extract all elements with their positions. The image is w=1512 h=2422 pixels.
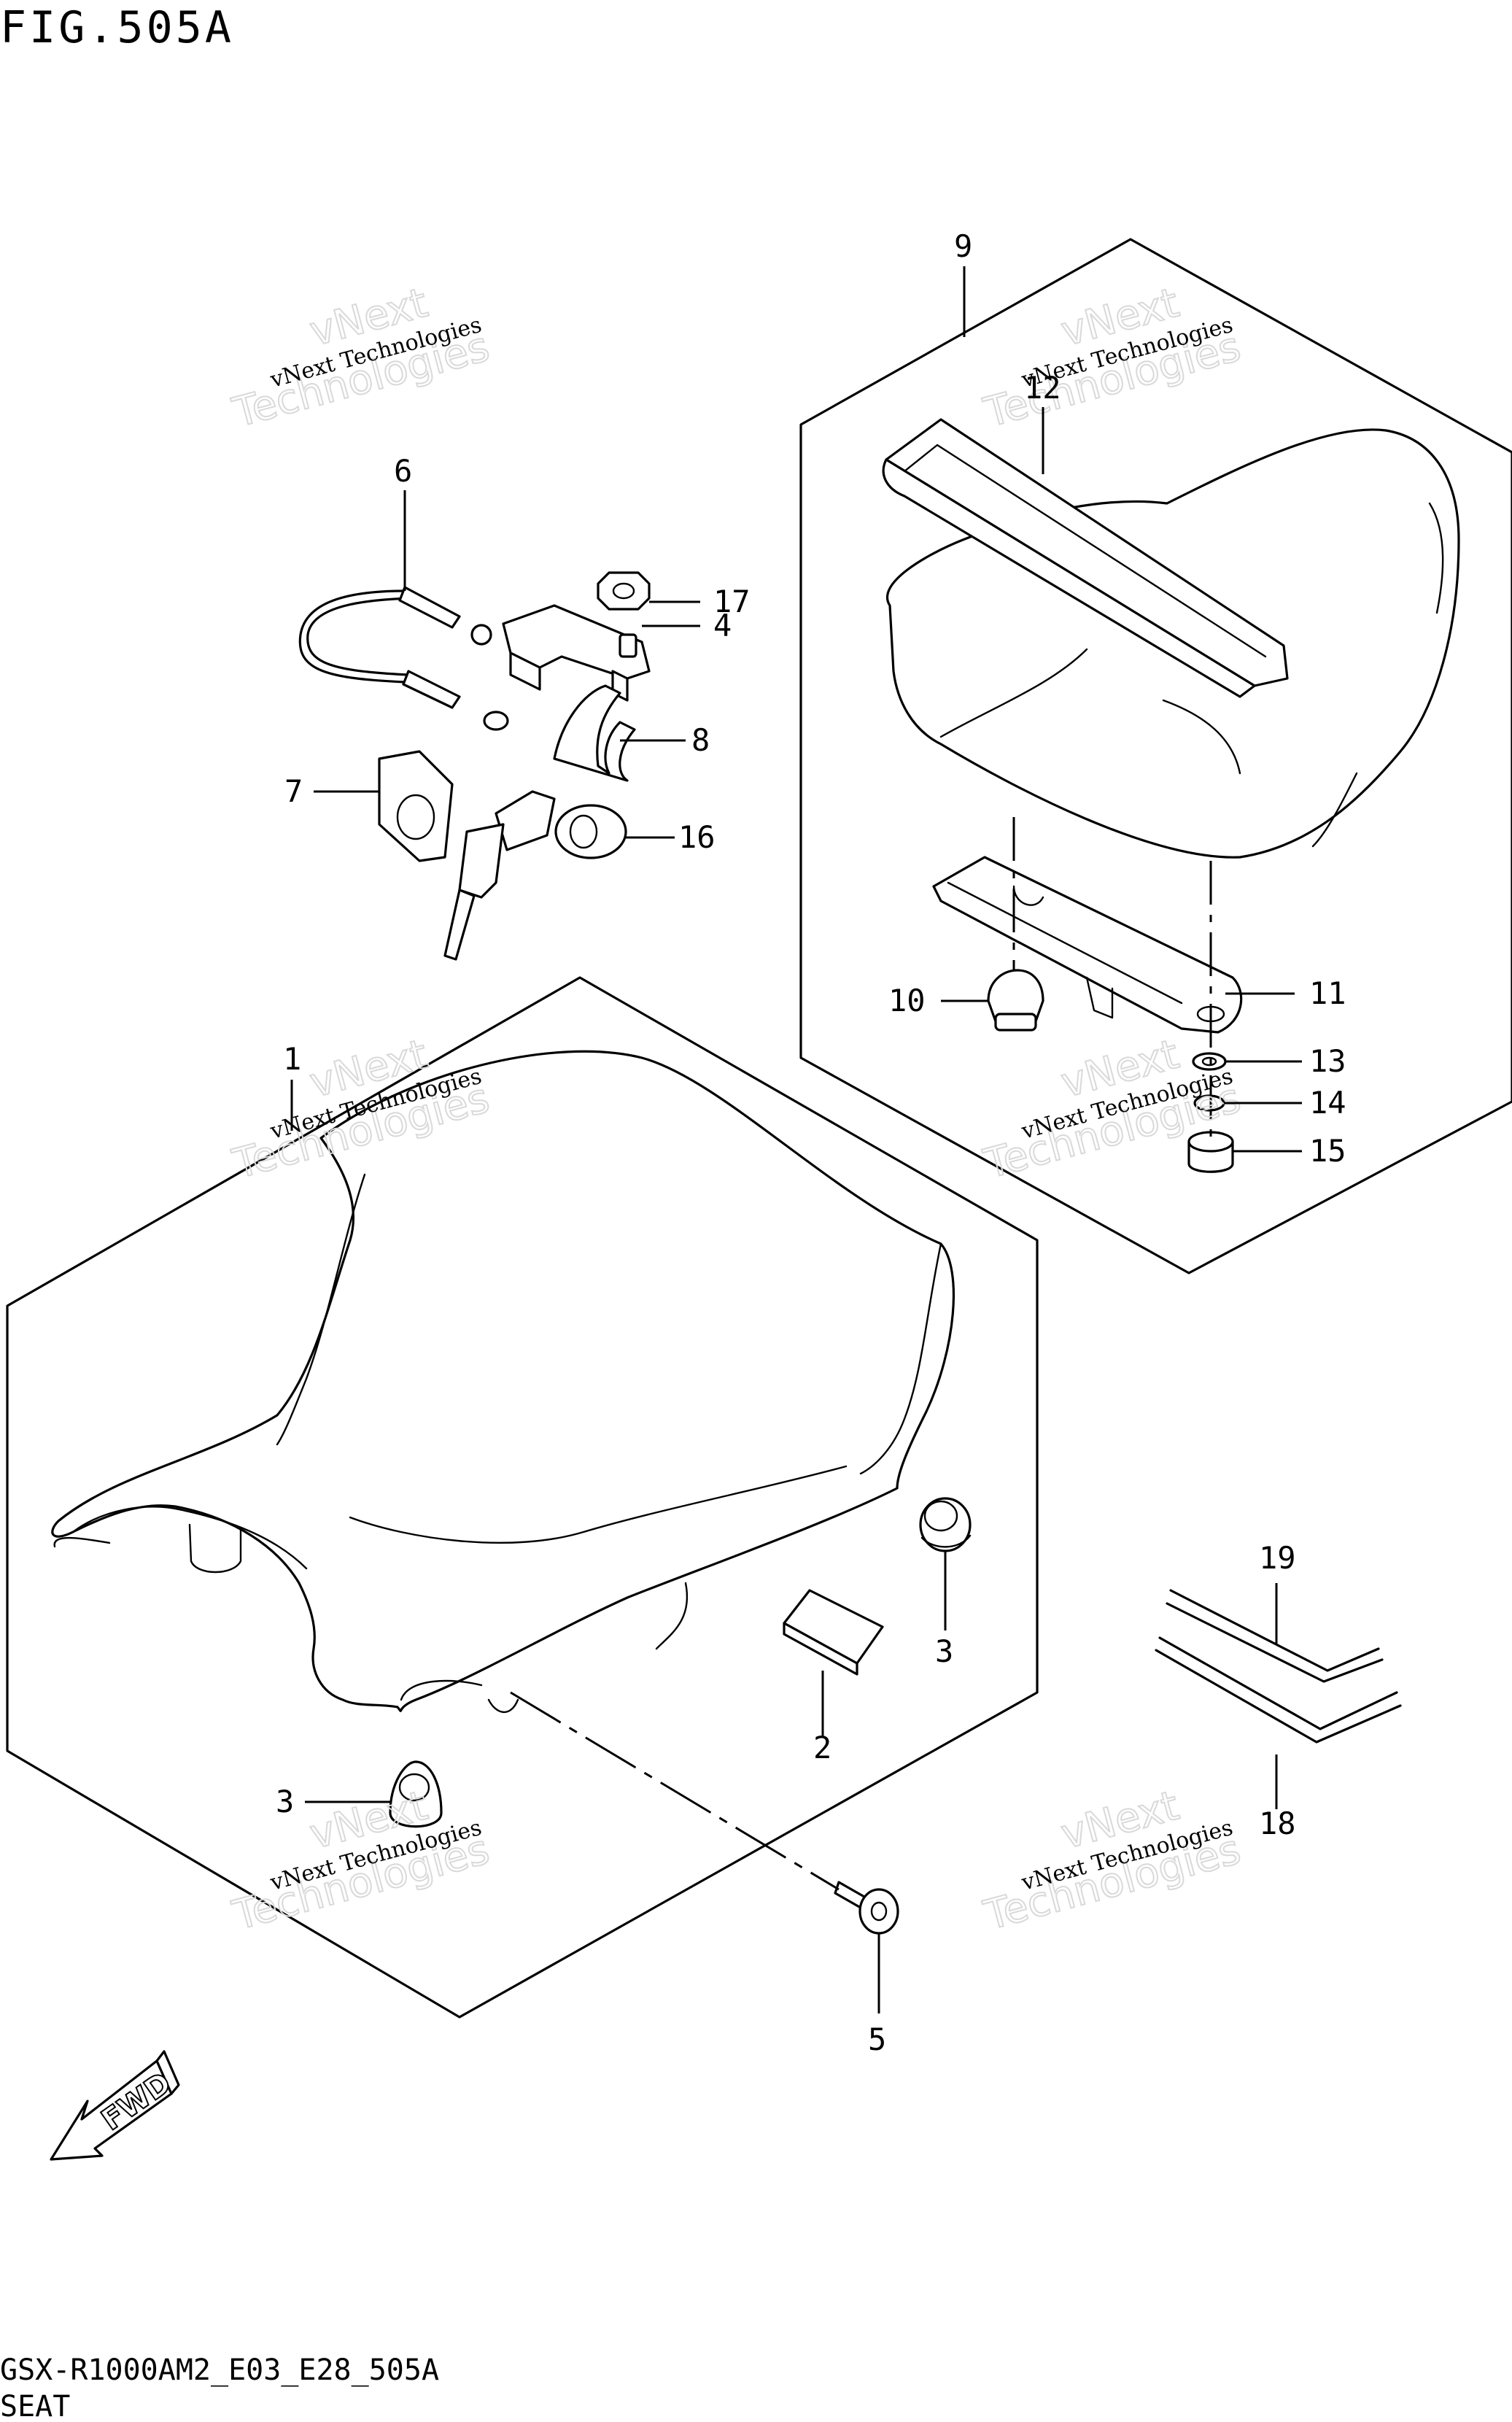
callout-1: 1 bbox=[283, 1041, 301, 1077]
seat-cowl bbox=[882, 418, 1460, 1034]
group-box-main-seat bbox=[6, 976, 1039, 2019]
callout-11: 11 bbox=[1309, 975, 1346, 1011]
callout-15: 15 bbox=[1309, 1133, 1346, 1169]
bolt bbox=[834, 1881, 899, 1935]
callout-2: 2 bbox=[813, 1730, 831, 1765]
group-box-seat-cowl bbox=[799, 238, 1512, 1274]
footer-caption: SEAT bbox=[0, 2390, 70, 2422]
watermark-top-left: vNext Technologies vNext Technologies bbox=[227, 279, 495, 438]
footer-code: GSX-R1000AM2_E03_E28_505A bbox=[0, 2353, 439, 2387]
seat-cable bbox=[298, 586, 509, 731]
callout-10: 10 bbox=[888, 983, 926, 1018]
leader-lines bbox=[290, 266, 1302, 2013]
main-seat bbox=[51, 1050, 955, 1714]
cushion-left bbox=[389, 1760, 443, 1828]
figure-title: FIG.505A bbox=[0, 2, 234, 53]
callout-4: 4 bbox=[713, 608, 732, 643]
nut-17 bbox=[597, 571, 651, 611]
callout-13: 13 bbox=[1309, 1043, 1346, 1079]
callout-9: 9 bbox=[954, 228, 972, 264]
bolt-install-line bbox=[510, 1691, 840, 1891]
callout-8: 8 bbox=[691, 722, 710, 758]
callout-12: 12 bbox=[1024, 370, 1061, 406]
grommet-10 bbox=[987, 969, 1044, 1032]
cushion-right bbox=[919, 1497, 972, 1552]
lock-cylinder bbox=[443, 790, 627, 961]
callout-5: 5 bbox=[868, 2021, 886, 2057]
watermark-top-right: vNext Technologies vNext Technologies bbox=[978, 279, 1246, 438]
clip-8 bbox=[553, 684, 636, 782]
callout-16: 16 bbox=[678, 819, 716, 855]
callout-7: 7 bbox=[284, 773, 303, 809]
callout-19: 19 bbox=[1259, 1540, 1296, 1576]
fwd-arrow-icon: FWD bbox=[50, 2050, 180, 2161]
callout-18: 18 bbox=[1259, 1806, 1296, 1841]
collar-15 bbox=[1187, 1131, 1234, 1173]
callout-3-right: 3 bbox=[935, 1633, 953, 1669]
lock-bracket bbox=[502, 604, 651, 702]
callout-6: 6 bbox=[394, 453, 412, 489]
watermark-bottom-right: vNext Technologies vNext Technologies bbox=[978, 1781, 1246, 1941]
callout-14: 14 bbox=[1309, 1085, 1346, 1121]
callout-3-left: 3 bbox=[276, 1784, 294, 1819]
tool-18-19 bbox=[1155, 1589, 1402, 1744]
watermark-bottom-left: vNext Technologies vNext Technologies bbox=[227, 1781, 495, 1941]
plate-7 bbox=[378, 750, 454, 862]
seat-pad bbox=[783, 1589, 884, 1676]
callout-17: 17 bbox=[713, 584, 751, 619]
